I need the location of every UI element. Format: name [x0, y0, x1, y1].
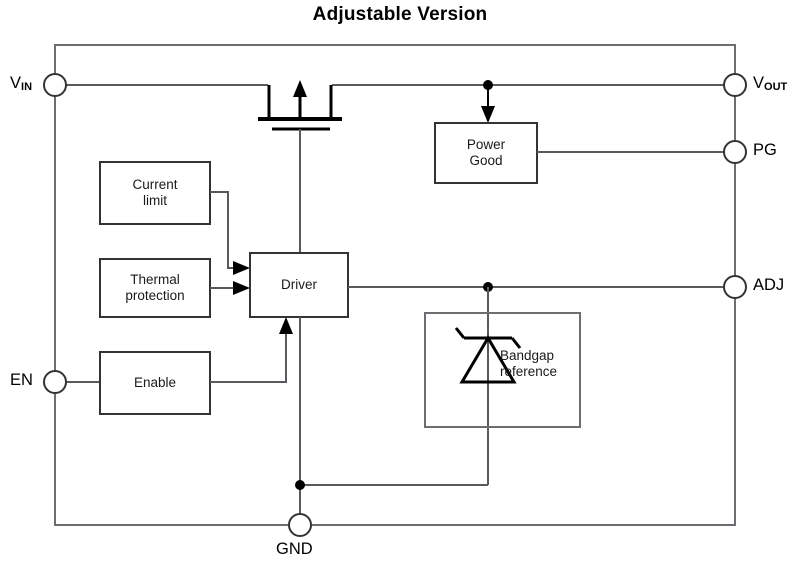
arrow-into-powergood — [481, 106, 495, 123]
pin-terminal-pg[interactable] — [723, 140, 747, 164]
arrow-into-driver-from-enable — [279, 317, 293, 334]
pin-label-gnd-main: GND — [276, 540, 313, 558]
block-driver — [249, 252, 349, 318]
block-thermal-protection — [99, 258, 211, 318]
pin-label-adj-main: ADJ — [753, 276, 785, 294]
pin-label-pg-main: PG — [753, 141, 777, 159]
arrow-into-driver-from-currentlimit — [233, 261, 250, 275]
junction-dot-vout-pg-tap — [483, 80, 493, 90]
pin-label-vout: VOUT — [753, 74, 787, 93]
page-title: Adjustable Version — [312, 4, 488, 25]
pin-label-adj: ADJ — [753, 276, 784, 295]
junction-dot-gnd-tap — [295, 480, 305, 490]
pin-terminal-adj[interactable] — [723, 275, 747, 299]
pin-label-en-main: EN — [10, 371, 33, 389]
pin-label-pg: PG — [753, 141, 777, 160]
block-enable — [99, 351, 211, 415]
wire-enable-to-driver — [210, 330, 287, 383]
zener-cathode-bend-left — [454, 327, 466, 339]
zener-cathode-bend-right — [510, 337, 522, 349]
pin-terminal-vin[interactable] — [43, 73, 67, 97]
pin-label-vout-sub: OUT — [764, 81, 788, 93]
block-power-good — [434, 122, 538, 184]
pin-terminal-vout[interactable] — [723, 73, 747, 97]
mosfet-body-arrow-head — [293, 80, 307, 97]
pin-label-vout-main: V — [753, 74, 765, 92]
arrow-into-driver-from-thermal — [233, 281, 250, 295]
block-bandgap-reference — [424, 312, 581, 428]
wire-currentlimit-to-driver — [210, 191, 238, 269]
block-current-limit — [99, 161, 211, 225]
pin-label-en: EN — [10, 371, 33, 390]
pin-terminal-en[interactable] — [43, 370, 67, 394]
pin-label-vin-sub: IN — [21, 81, 33, 93]
pin-label-vin-main: V — [10, 74, 22, 92]
pin-terminal-gnd[interactable] — [288, 513, 312, 537]
zener-diode-triangle — [459, 335, 517, 384]
pin-label-gnd: GND — [276, 540, 313, 559]
pin-label-vin: VIN — [10, 74, 32, 93]
